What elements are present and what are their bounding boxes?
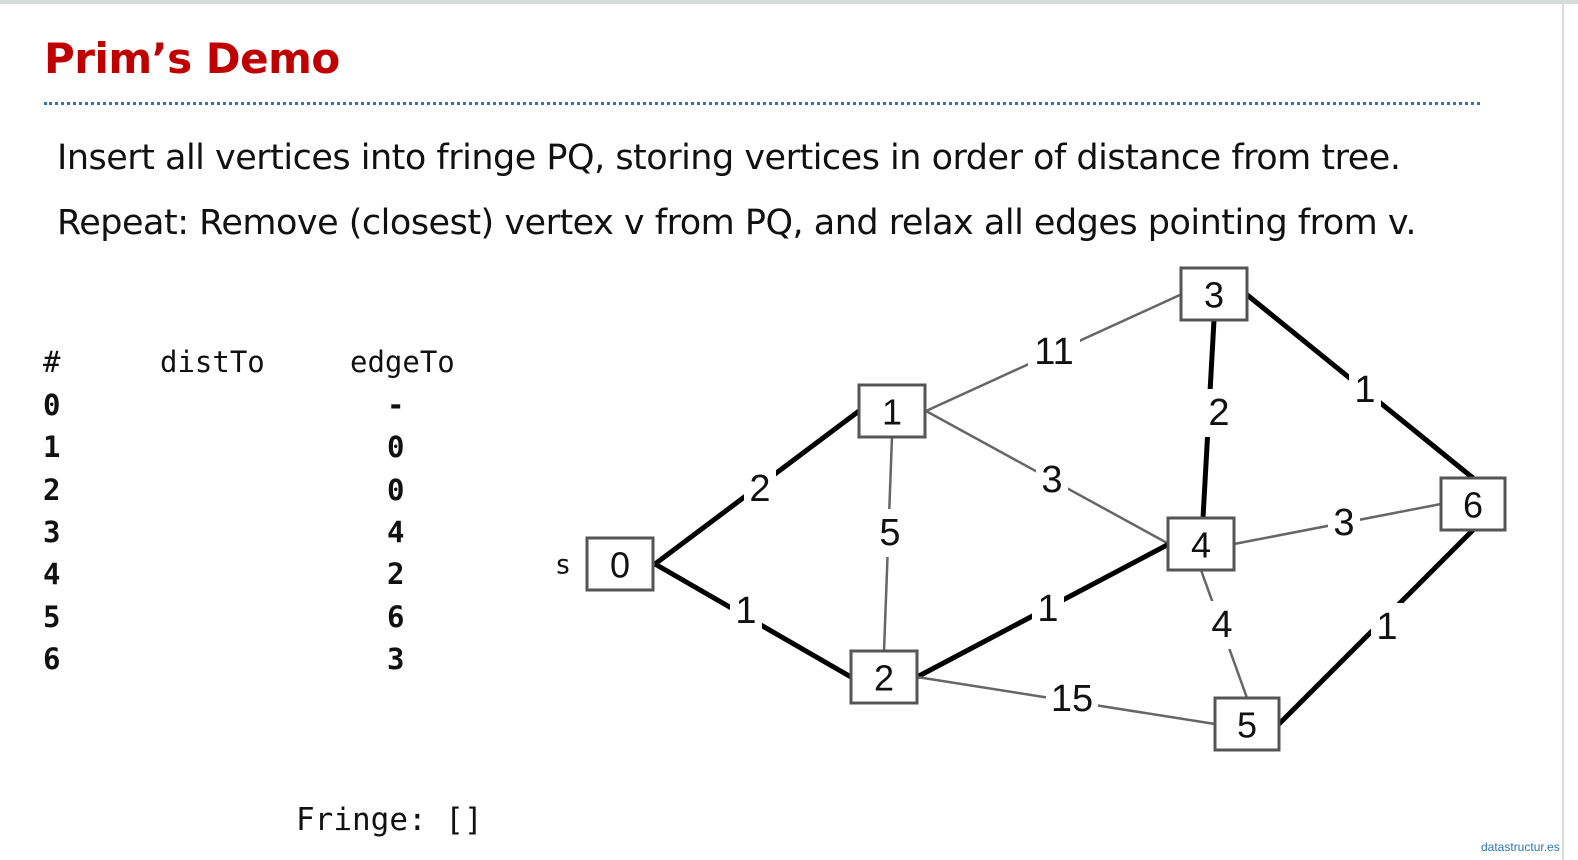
slide-title: Prim’s Demo [44, 34, 340, 83]
edge-weight-background [1349, 366, 1381, 414]
vertex-node-1: 1 [857, 383, 927, 439]
instruction-line-2: Repeat: Remove (closest) vertex v from P… [57, 203, 1416, 243]
table-row-edgeto: 2 [387, 557, 405, 592]
edge-weight-background [1036, 456, 1068, 504]
edge-weight-background [1206, 601, 1238, 649]
source-label: s [555, 550, 571, 581]
edge-weight-1-4: 3 [1041, 459, 1062, 501]
fringe-label: Fringe: [] [296, 802, 483, 838]
table-row-id: 3 [43, 514, 61, 549]
table-row-edgeto: 4 [387, 514, 405, 549]
instruction-line-1: Insert all vertices into fringe PQ, stor… [57, 138, 1401, 178]
table-row-id: 2 [43, 472, 61, 507]
table-row-edgeto: - [387, 388, 405, 422]
edge-weight-1-2: 5 [879, 512, 900, 554]
credit-footer: datastructur.es [1481, 840, 1560, 854]
vertex-label: 2 [874, 658, 894, 699]
table-row-id: 1 [43, 430, 61, 465]
table-row-id: 4 [43, 557, 61, 592]
title-divider [44, 102, 1480, 105]
table-row-edgeto: 0 [387, 430, 405, 465]
vertex-box [857, 383, 927, 439]
edge-weight-2-4: 1 [1037, 588, 1058, 630]
vertex-label: 3 [1204, 275, 1224, 316]
table-row-edgeto: 3 [387, 641, 405, 676]
edge-weight-background [744, 465, 776, 513]
slide-right-border [1562, 0, 1564, 860]
vertex-node-6: 6 [1439, 476, 1507, 532]
edge-weight-background [730, 587, 762, 635]
edge-weight-background [1046, 675, 1098, 723]
vertex-node-0: 0 [585, 536, 655, 592]
vertex-label: 6 [1463, 485, 1483, 526]
edge-weight-background [874, 509, 906, 557]
edge-weight-4-5: 4 [1211, 604, 1232, 646]
table-header-id: # [43, 345, 61, 379]
table-row-id: 5 [43, 599, 61, 634]
vertex-box [1213, 696, 1281, 752]
vertex-box [1166, 516, 1236, 572]
edge-weight-3-4: 2 [1208, 392, 1229, 434]
vertex-node-3: 3 [1179, 266, 1249, 322]
edge-weight-background [1203, 389, 1235, 437]
edge-weight-5-6: 1 [1376, 606, 1397, 648]
edge-weight-background [1028, 328, 1080, 376]
table-row-id: 0 [43, 388, 61, 422]
edge-weight-background [1328, 499, 1360, 547]
vertex-box [1179, 266, 1249, 322]
edge-weight-4-6: 3 [1333, 502, 1354, 544]
edge-weight-0-1: 2 [749, 468, 770, 510]
edge-weight-1-3: 11 [1034, 331, 1073, 373]
vertex-node-2: 2 [849, 649, 919, 705]
vertex-label: 5 [1237, 705, 1257, 746]
vertex-label: 1 [882, 392, 902, 433]
vertex-box [585, 536, 655, 592]
table-header-distto: distTo [160, 345, 265, 379]
table-row-edgeto: 0 [387, 472, 405, 507]
edge-weight-3-6: 1 [1354, 369, 1375, 411]
table-row-edgeto: 6 [387, 599, 405, 634]
table-header-edgeto: edgeTo [350, 345, 455, 379]
slide-top-border [0, 0, 1578, 4]
vertex-box [849, 649, 919, 705]
edge-weight-2-5: 15 [1051, 678, 1093, 720]
table-row-id: 6 [43, 641, 61, 676]
vertex-label: 0 [610, 545, 630, 586]
vertex-label: 4 [1191, 525, 1211, 566]
edge-weight-0-2: 1 [735, 590, 756, 632]
vertex-box [1439, 476, 1507, 532]
vertex-node-4: 4 [1166, 516, 1236, 572]
edge-weight-background [1032, 585, 1064, 633]
edge-weight-background [1371, 603, 1403, 651]
vertex-node-5: 5 [1213, 696, 1281, 752]
